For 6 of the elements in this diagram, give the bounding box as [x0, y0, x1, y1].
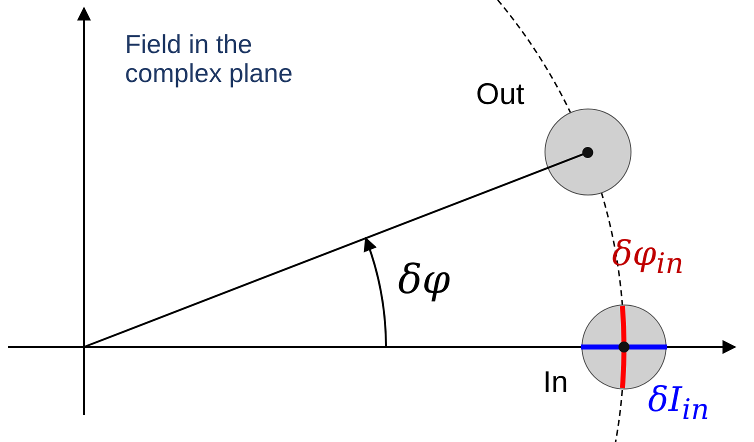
- phase-noise-label: δφ$_{in}$: [612, 236, 684, 279]
- amplitude-noise-label: δI$_{in}$: [648, 382, 710, 425]
- point-label: In: [543, 366, 568, 399]
- plot-title: Field in the complex plane: [125, 30, 294, 88]
- point-label: Out: [476, 78, 524, 111]
- angle-label: δφ: [398, 258, 450, 302]
